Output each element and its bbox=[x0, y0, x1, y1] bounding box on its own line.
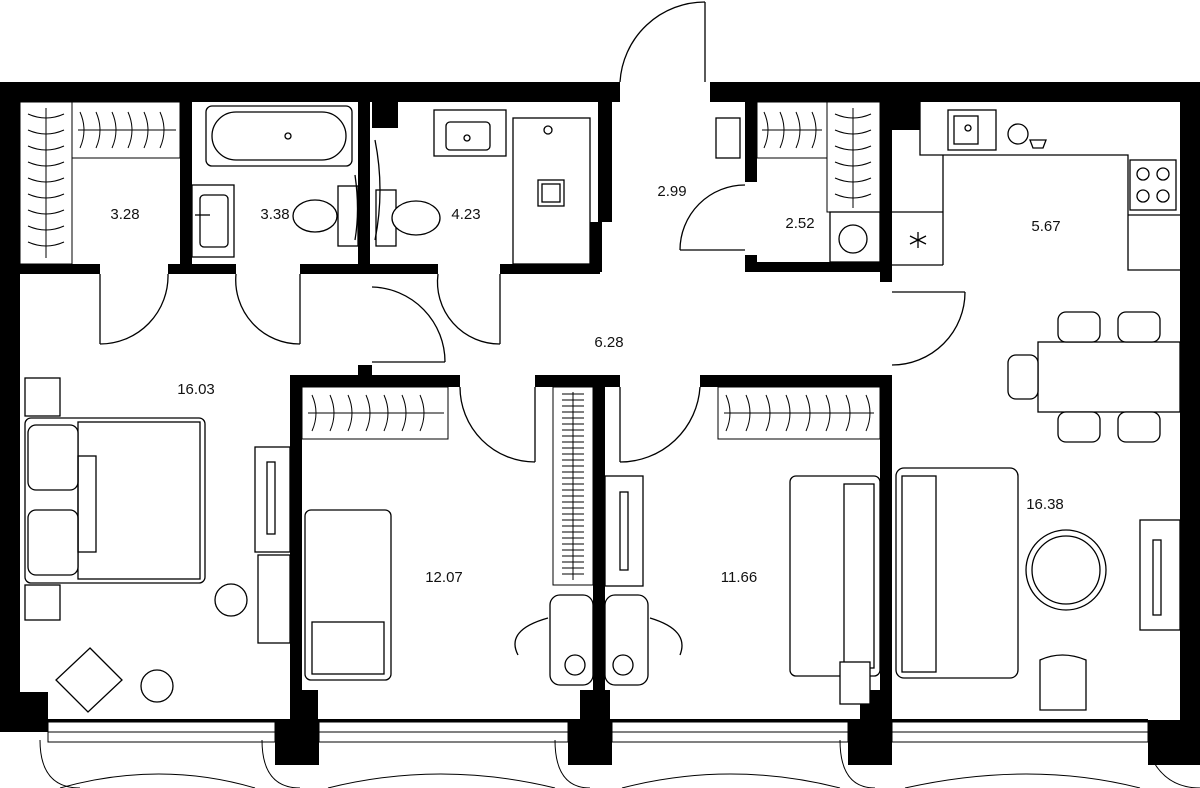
door-swing-icon bbox=[891, 291, 966, 366]
windows bbox=[39, 721, 1200, 788]
desk-icon bbox=[604, 475, 644, 587]
round-table-icon bbox=[140, 583, 248, 703]
door-swing-icon bbox=[436, 273, 501, 345]
sink-icon bbox=[433, 109, 507, 157]
armchair-icon bbox=[1039, 654, 1087, 711]
wardrobe-hanger-icon bbox=[19, 101, 881, 586]
door-swing-icon bbox=[679, 184, 746, 251]
hangers bbox=[27, 111, 872, 575]
bath-glass bbox=[354, 174, 359, 241]
area-label-shower-room: 4.23 bbox=[451, 206, 480, 223]
radiator-icon bbox=[715, 117, 741, 159]
toilet-icon bbox=[375, 189, 441, 247]
desk-icon bbox=[514, 594, 683, 686]
kitchen-counter bbox=[892, 102, 1180, 271]
dining-table-icon bbox=[1007, 311, 1181, 443]
sofa-icon bbox=[895, 467, 1019, 679]
shower-glass bbox=[374, 139, 381, 241]
round-table-icon bbox=[1025, 529, 1107, 611]
stove-icon bbox=[1129, 159, 1177, 211]
door-swing-icon bbox=[235, 273, 301, 345]
radiator-icon bbox=[839, 661, 871, 705]
sink-icon bbox=[947, 109, 997, 151]
door-swing-icon bbox=[619, 386, 701, 463]
door-swing-icon bbox=[459, 386, 536, 463]
area-label-wardrobe-left: 3.28 bbox=[110, 206, 139, 223]
shower-icon bbox=[512, 117, 591, 265]
sofa-icon bbox=[789, 475, 881, 677]
dishes-icon bbox=[1007, 123, 1047, 149]
area-label-hallway: 6.28 bbox=[594, 334, 623, 351]
sink-icon bbox=[191, 184, 235, 258]
desk-icon bbox=[254, 446, 291, 644]
washing-machine-icon bbox=[829, 211, 881, 263]
bed-icon bbox=[304, 509, 392, 681]
area-label-bedroom-3: 11.66 bbox=[721, 569, 757, 586]
door-swing-icon bbox=[619, 1, 706, 83]
area-label-kitchen: 5.67 bbox=[1031, 218, 1060, 235]
snowflake-icon bbox=[909, 232, 927, 248]
toilet-icon bbox=[292, 185, 359, 247]
area-label-vestibule: 2.99 bbox=[657, 183, 686, 200]
area-labels: 3.28 3.38 4.23 2.99 2.52 5.67 6.28 16.03… bbox=[110, 183, 1063, 586]
area-label-living-room: 16.38 bbox=[1026, 496, 1064, 513]
area-label-bedroom-2: 12.07 bbox=[425, 569, 463, 586]
area-label-master-bedroom: 16.03 bbox=[177, 381, 215, 398]
doors bbox=[99, 1, 966, 463]
walls bbox=[0, 82, 1200, 765]
area-label-wardrobe-entry: 2.52 bbox=[785, 215, 814, 232]
door-swing-icon bbox=[371, 286, 446, 363]
nightstand-icon bbox=[24, 377, 61, 621]
area-label-bathroom: 3.38 bbox=[260, 206, 289, 223]
armchair-icon bbox=[55, 647, 123, 713]
bed-icon bbox=[24, 417, 206, 584]
door-swing-icon bbox=[99, 273, 169, 345]
tv-console-icon bbox=[1139, 519, 1181, 631]
bathtub-icon bbox=[205, 105, 353, 167]
